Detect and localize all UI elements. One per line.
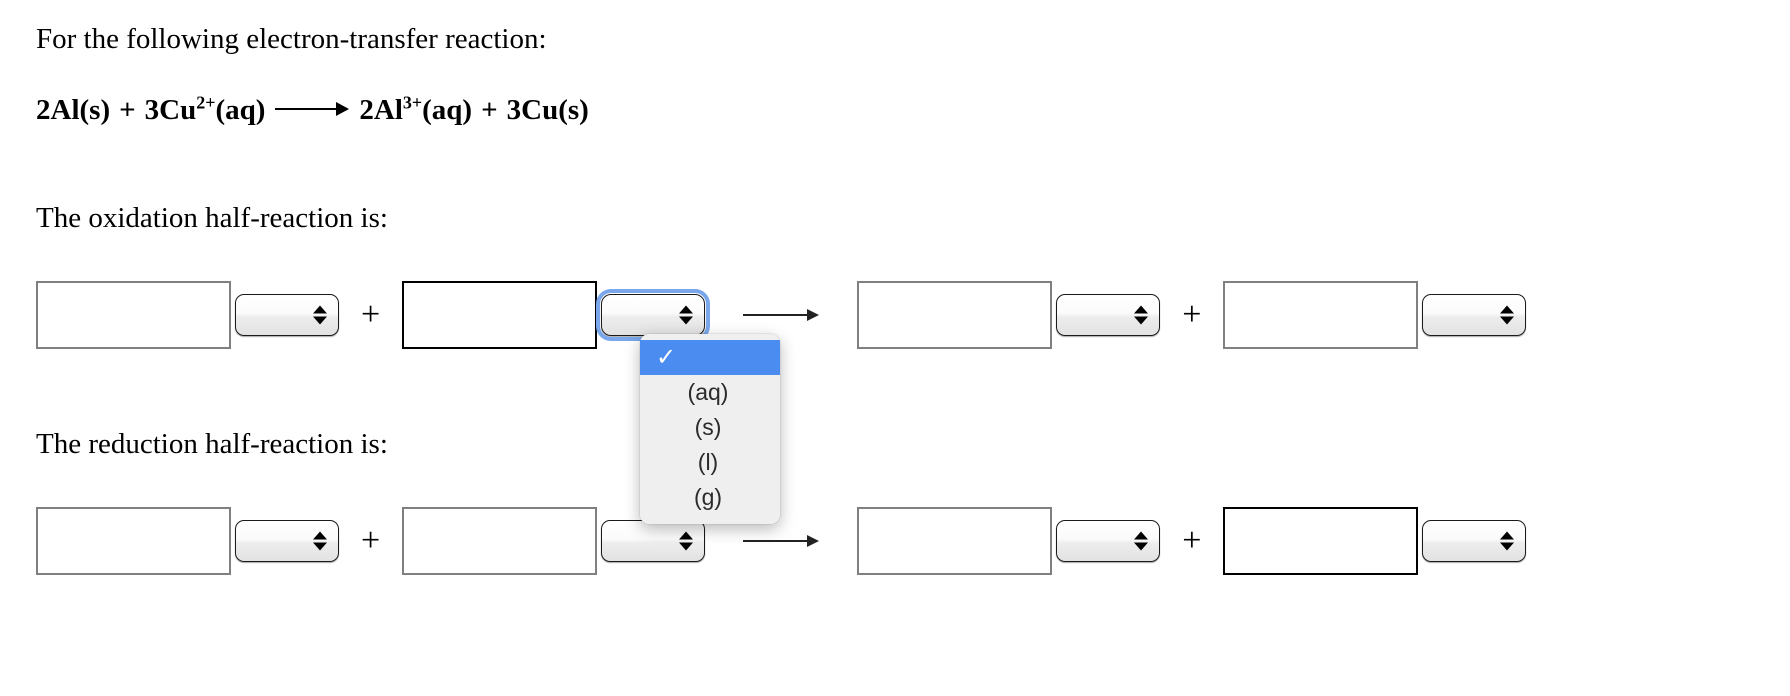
chevron-up-icon[interactable] xyxy=(679,531,694,540)
oxidation-plus-sign-2: + xyxy=(1182,296,1202,333)
chevron-up-icon[interactable] xyxy=(313,305,327,314)
chevron-up-icon[interactable] xyxy=(1500,531,1515,540)
equation-plus-1: + xyxy=(119,94,136,126)
oxidation-field-1-state-select[interactable] xyxy=(235,294,339,336)
arrow-head xyxy=(807,534,820,547)
dropdown-option-blank[interactable]: ✓ xyxy=(640,340,780,375)
reduction-field-1 xyxy=(36,507,339,575)
equation-reactant-1: 2Al(s) xyxy=(36,94,110,127)
reduction-field-4-state-select[interactable] xyxy=(1422,520,1527,562)
product-2-state: (s) xyxy=(558,94,589,126)
reactant-1-formula: Al xyxy=(50,94,80,126)
chevron-down-icon[interactable] xyxy=(679,316,694,325)
oxidation-field-2-formula-input[interactable] xyxy=(402,281,598,349)
chevron-down-icon[interactable] xyxy=(1500,542,1515,551)
dropdown-option-aq[interactable]: (aq) xyxy=(640,375,780,410)
chevron-down-icon[interactable] xyxy=(679,542,694,551)
chevron-up-icon[interactable] xyxy=(1134,531,1149,540)
chevron-down-icon[interactable] xyxy=(313,542,327,551)
stepper-arrows-icon[interactable] xyxy=(1134,305,1149,325)
reduction-field-4-formula-input[interactable] xyxy=(1223,507,1419,575)
product-1-charge: 3+ xyxy=(402,92,423,113)
reduction-field-3-formula-input[interactable] xyxy=(857,507,1053,575)
reduction-field-2-formula-input[interactable] xyxy=(402,507,598,575)
reactant-1-coefficient: 2 xyxy=(36,94,51,126)
reactant-1-state: (s) xyxy=(79,94,111,126)
oxidation-reaction-arrow-icon xyxy=(743,305,820,325)
chevron-up-icon[interactable] xyxy=(313,531,327,540)
stepper-arrows-icon[interactable] xyxy=(1134,531,1149,551)
chevron-up-icon[interactable] xyxy=(1134,305,1149,314)
reduction-field-1-state-select[interactable] xyxy=(235,520,339,562)
state-of-matter-dropdown-menu[interactable]: ✓ (aq) (s) (l) (g) xyxy=(640,334,780,524)
stepper-arrows-icon[interactable] xyxy=(1500,305,1515,325)
equation-product-2: 3Cu(s) xyxy=(507,94,589,127)
stepper-arrows-icon[interactable] xyxy=(1500,531,1515,551)
equation-product-1: 2Al3+(aq) xyxy=(359,92,473,127)
oxidation-field-4 xyxy=(1223,281,1527,349)
arrow-shaft xyxy=(743,540,810,542)
reduction-plus-sign-1: + xyxy=(361,522,381,559)
reduction-field-2 xyxy=(402,507,706,575)
oxidation-field-1 xyxy=(36,281,339,349)
chevron-up-icon[interactable] xyxy=(679,305,694,314)
product-1-state: (aq) xyxy=(422,94,473,126)
reactant-2-state: (aq) xyxy=(215,94,266,126)
product-1-formula: Al xyxy=(373,94,403,126)
reduction-half-reaction-label: The reduction half-reaction is: xyxy=(36,428,388,460)
equation-reactant-2: 3Cu2+(aq) xyxy=(144,92,266,127)
equation-reaction-arrow-icon xyxy=(275,99,350,119)
equation-plus-2: + xyxy=(481,94,498,126)
dropdown-option-g[interactable]: (g) xyxy=(640,480,780,515)
oxidation-field-3-state-select[interactable] xyxy=(1056,294,1161,336)
arrow-head xyxy=(336,102,350,116)
oxidation-plus-sign-1: + xyxy=(361,296,381,333)
arrow-head xyxy=(807,308,820,321)
reactant-2-coefficient: 3 xyxy=(144,94,160,126)
prompt-intro-text: For the following electron-transfer reac… xyxy=(36,23,547,55)
oxidation-field-3-formula-input[interactable] xyxy=(857,281,1053,349)
reactant-2-formula: Cu xyxy=(159,94,197,126)
reduction-field-3-state-select[interactable] xyxy=(1056,520,1161,562)
product-2-formula: Cu xyxy=(521,94,559,126)
reduction-field-1-formula-input[interactable] xyxy=(36,507,231,575)
oxidation-field-2 xyxy=(402,281,711,349)
oxidation-half-reaction-label: The oxidation half-reaction is: xyxy=(36,202,388,234)
reduction-field-2-state-select[interactable] xyxy=(601,520,706,562)
stepper-arrows-icon[interactable] xyxy=(679,531,694,551)
dropdown-option-l[interactable]: (l) xyxy=(640,445,780,480)
chevron-up-icon[interactable] xyxy=(1500,305,1515,314)
oxidation-field-4-formula-input[interactable] xyxy=(1223,281,1419,349)
dropdown-option-l-label: (l) xyxy=(697,449,719,475)
chevron-down-icon[interactable] xyxy=(1134,542,1149,551)
dropdown-option-aq-label: (aq) xyxy=(687,379,729,405)
product-2-coefficient: 3 xyxy=(506,94,522,126)
reduction-field-3 xyxy=(857,507,1161,575)
stepper-arrows-icon[interactable] xyxy=(313,305,327,325)
reduction-plus-sign-2: + xyxy=(1182,522,1202,559)
check-icon: ✓ xyxy=(656,343,677,371)
chevron-down-icon[interactable] xyxy=(1134,316,1149,325)
dropdown-option-s[interactable]: (s) xyxy=(640,410,780,445)
dropdown-option-s-label: (s) xyxy=(694,414,722,440)
reactant-2-charge: 2+ xyxy=(196,92,216,113)
chevron-down-icon[interactable] xyxy=(313,316,327,325)
redox-equation: 2Al(s) + 3Cu2+(aq) 2Al3+(aq) + 3Cu(s) xyxy=(36,92,589,127)
stepper-arrows-icon[interactable] xyxy=(679,305,694,325)
oxidation-field-2-state-select[interactable] xyxy=(596,289,711,341)
stepper-arrows-icon[interactable] xyxy=(313,531,327,551)
oxidation-half-reaction-row: + + xyxy=(36,280,1527,350)
reduction-half-reaction-row: + + xyxy=(36,506,1527,576)
reduction-field-4 xyxy=(1223,507,1527,575)
arrow-shaft xyxy=(743,314,810,316)
arrow-shaft xyxy=(275,108,342,110)
oxidation-field-3 xyxy=(857,281,1161,349)
chevron-down-icon[interactable] xyxy=(1500,316,1515,325)
reduction-reaction-arrow-icon xyxy=(743,531,820,551)
dropdown-option-g-label: (g) xyxy=(693,484,723,510)
oxidation-field-4-state-select[interactable] xyxy=(1422,294,1527,336)
product-1-coefficient: 2 xyxy=(359,94,374,126)
oxidation-field-1-formula-input[interactable] xyxy=(36,281,231,349)
